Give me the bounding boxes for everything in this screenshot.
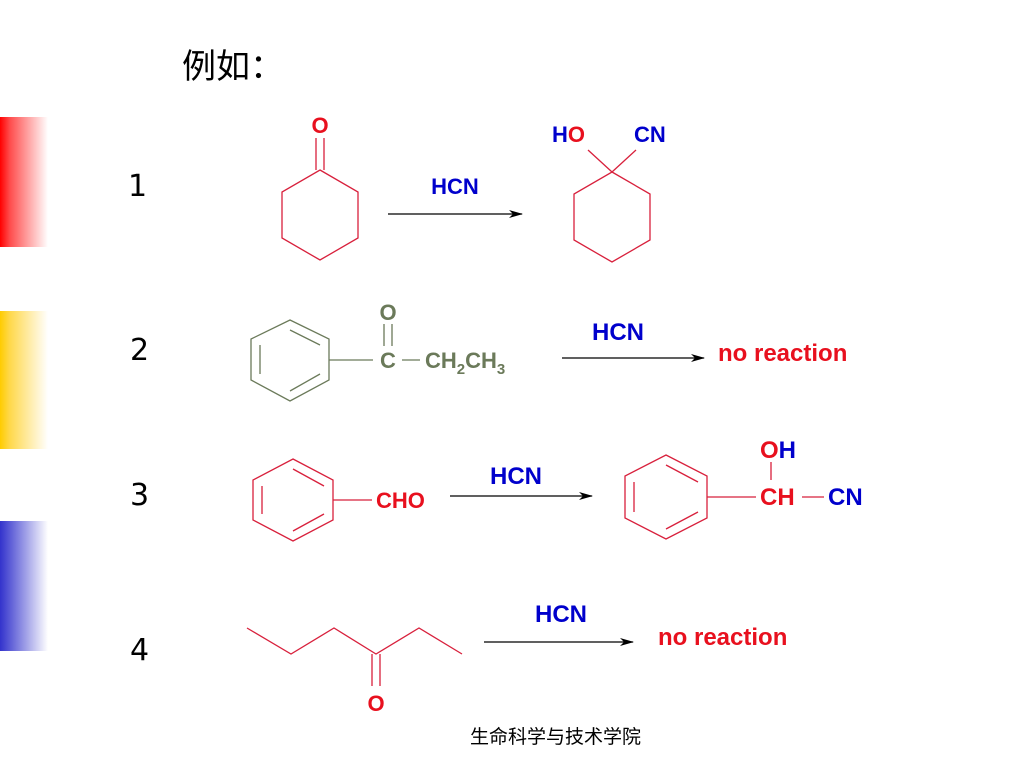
reactant-1-oxygen-label: O xyxy=(311,113,328,138)
reaction-2: O C CH2CH3 HCN no reaction xyxy=(250,300,847,402)
product-3-h: H xyxy=(779,437,796,464)
reaction-3: CHO HCN OH CH CN xyxy=(252,437,863,542)
product-3-ch-label: CH xyxy=(760,484,795,511)
reaction-4: O HCN no reaction xyxy=(246,601,787,716)
product-1-cn-label: CN xyxy=(634,122,666,147)
footer-institution: 生命科学与技术学院 xyxy=(470,726,642,748)
reaction-1: O HCN HO CN xyxy=(281,113,666,263)
mandelonitrile-structure xyxy=(624,454,824,540)
reactant-2-carbon-label: C xyxy=(380,348,396,373)
reactant-2-ethyl-label: CH2CH3 xyxy=(425,348,505,378)
hexanone-structure xyxy=(246,627,463,686)
reaction-number-3: 3 xyxy=(130,478,150,513)
reaction-2-result: no reaction xyxy=(718,340,847,367)
cyanohydrin-structure xyxy=(573,149,651,263)
decorative-bar-red xyxy=(0,117,48,247)
reaction-number-4: 4 xyxy=(130,633,150,668)
product-1-hydroxyl-label: HO xyxy=(552,122,585,147)
product-3-cn-label: CN xyxy=(828,484,863,511)
benzaldehyde-structure xyxy=(252,458,372,542)
cyclohexanone-structure xyxy=(281,138,359,261)
reaction-number-1: 1 xyxy=(128,169,148,204)
reaction-number-2: 2 xyxy=(130,333,150,368)
product-1-h: H xyxy=(552,122,568,147)
decorative-bar-blue xyxy=(0,521,48,651)
product-3-o: O xyxy=(760,437,779,464)
reaction-1-reagent: HCN xyxy=(431,174,479,199)
reactant-2-oxygen-label: O xyxy=(379,300,396,325)
reaction-4-result: no reaction xyxy=(658,624,787,651)
reactant-3-aldehyde-label: CHO xyxy=(376,488,425,513)
reaction-3-reagent: HCN xyxy=(490,463,542,490)
decorative-bar-yellow xyxy=(0,311,48,449)
product-1-o: O xyxy=(568,122,585,147)
product-3-hydroxyl-label: OH xyxy=(760,437,796,464)
reaction-2-reagent: HCN xyxy=(592,319,644,346)
reaction-4-reagent: HCN xyxy=(535,601,587,628)
reactant-4-oxygen-label: O xyxy=(367,691,384,716)
slide-title: 例如： xyxy=(182,47,284,87)
propiophenone-structure xyxy=(250,319,420,402)
